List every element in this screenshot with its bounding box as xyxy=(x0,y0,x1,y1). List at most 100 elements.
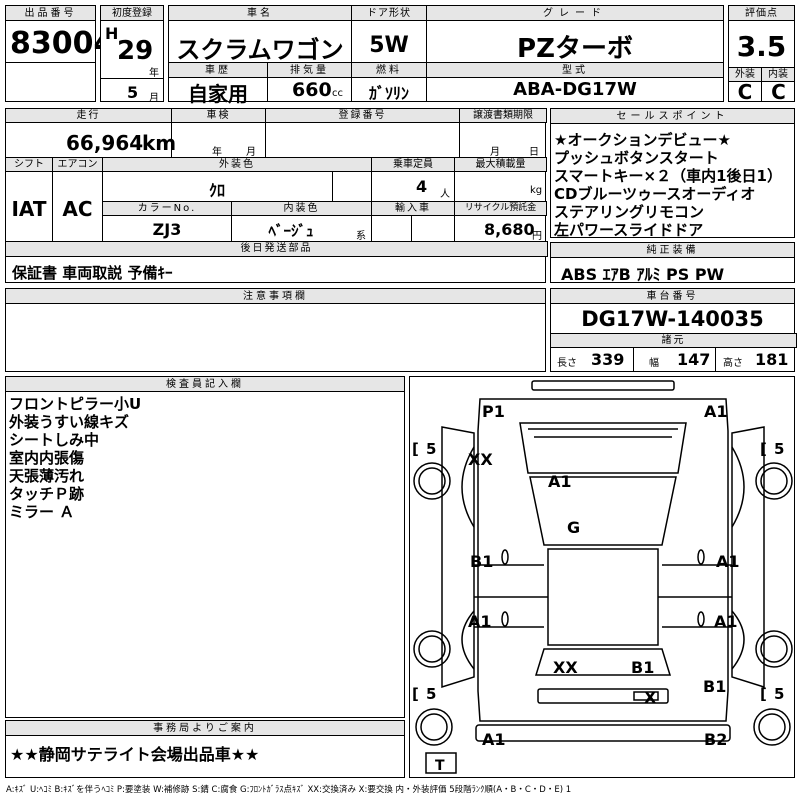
aircon-type: AC xyxy=(62,197,93,221)
sales-points-label: セールスポイント xyxy=(551,109,794,124)
car-name-label: 車名 xyxy=(169,6,351,21)
tire-tread-rear-right: 5 xyxy=(774,685,784,703)
right-door-lines-shape xyxy=(658,564,732,628)
divider xyxy=(761,67,762,101)
lot-number: 83004 xyxy=(10,26,115,61)
inspector-comment: シートしみ中 xyxy=(9,431,100,449)
trunk-box-shape xyxy=(425,752,457,774)
later-parts-label: 後日発送部品 xyxy=(5,241,548,257)
capacity-unit: 人 xyxy=(440,189,450,200)
later-parts: 保証書 車両取説 予備ｷｰ xyxy=(12,264,173,282)
sales-point: ステアリングリモコン xyxy=(554,203,705,221)
tailgate-shape xyxy=(537,688,669,704)
front-bumper-shape xyxy=(531,380,675,391)
exterior-color-label: 外装色 xyxy=(102,157,372,172)
displacement-label: 排気量 xyxy=(268,63,351,78)
divider xyxy=(231,215,232,241)
left-handle-shape xyxy=(501,611,509,627)
color-number: ZJ3 xyxy=(152,220,182,239)
capacity-label: 乗車定員 xyxy=(371,157,455,172)
width-label: 幅 xyxy=(649,358,659,369)
damage-mark: A1 xyxy=(468,612,492,631)
damage-mark: B1 xyxy=(470,552,493,571)
rear-window-shape xyxy=(534,648,672,676)
sales-point: スマートキー×２（車内1後日1） xyxy=(554,167,782,185)
office-label: 事務局よりご案内 xyxy=(6,721,404,736)
transfer-deadline-label: 譲渡書類期限 xyxy=(459,108,547,123)
car-name: スクラムワゴン xyxy=(176,36,344,64)
max-load-label: 最大積載量 xyxy=(454,157,547,172)
arch-shape xyxy=(731,610,745,670)
transfer-month-unit: 月 xyxy=(490,147,500,158)
month-unit: 月 xyxy=(149,93,159,104)
divider xyxy=(101,78,163,79)
spare-tire-right-shape xyxy=(753,708,791,746)
dimensions-label: 諸元 xyxy=(550,333,797,348)
damage-mark: A1 xyxy=(716,552,740,571)
inspector-comment: 外装うすい線キズ xyxy=(9,413,130,431)
divider xyxy=(411,215,412,241)
exterior-grade: C xyxy=(737,80,753,104)
right-mirror-shape xyxy=(697,549,705,565)
damage-mark: P1 xyxy=(482,402,505,421)
equipment-box: 純正装備 ABS ｴｱB ｱﾙﾐ PS PW xyxy=(550,242,795,284)
interior-color: ﾍﾞｰｼﾞｭ xyxy=(268,222,314,240)
left-side-shape xyxy=(441,426,475,689)
tire-front-right-inner-shape xyxy=(760,467,788,495)
first-registration-label: 初度登録 xyxy=(101,6,163,21)
displacement-unit: cc xyxy=(332,88,343,99)
model-code: ABA-DG17W xyxy=(513,79,637,100)
divider xyxy=(265,123,266,157)
tire-tread-front-left: 5 xyxy=(426,440,436,458)
details-box: 走行 車検 登録番号 譲渡書類期限 66,964 km 年 月 月 日 シフト … xyxy=(5,108,548,283)
registration-year: 29 xyxy=(117,36,154,66)
height-value: 181 xyxy=(755,350,789,369)
inspector-comment: 室内内張傷 xyxy=(9,449,85,467)
windshield-shape xyxy=(529,476,677,546)
spare-tire-left-inner-shape xyxy=(420,713,448,741)
fuel-label: 燃料 xyxy=(352,63,426,78)
tire-tread-rear-left: 5 xyxy=(426,685,436,703)
spare-tire-left-shape xyxy=(415,708,453,746)
displacement: 660 xyxy=(292,79,332,101)
office-box: 事務局よりご案内 ★★静岡サテライト会場出品車★★ xyxy=(5,720,405,778)
arch-shape xyxy=(461,446,475,528)
chassis-number: DG17W-140035 xyxy=(581,307,764,331)
damage-mark: A1 xyxy=(714,612,738,631)
sales-point: ★オークションデビュー★ xyxy=(554,131,731,149)
notes-label: 注意事項欄 xyxy=(6,289,545,304)
divider xyxy=(171,123,172,157)
grade-box: グレード PZターボ xyxy=(426,5,724,64)
width-value: 147 xyxy=(677,350,711,369)
tire-tread-front-right: 5 xyxy=(774,440,784,458)
damage-mark: B2 xyxy=(704,730,727,749)
evaluation-score: 3.5 xyxy=(736,30,787,63)
interior-color-unit: 系 xyxy=(356,231,366,242)
office-notice: ★★静岡サテライト会場出品車★★ xyxy=(10,745,260,764)
shift-label: シフト xyxy=(5,157,53,172)
body-outline-shape xyxy=(477,398,729,722)
exterior-color: ｸﾛ xyxy=(208,181,225,200)
length-label: 長さ xyxy=(557,358,577,369)
transfer-day-unit: 日 xyxy=(529,147,539,158)
arch-shape xyxy=(731,446,745,528)
inspector-comment: タッチＰ跡 xyxy=(9,485,85,503)
sales-points-box: セールスポイント ★オークションデビュー★ プッシュボタンスタート スマートキー… xyxy=(550,108,795,239)
tire-rear-right-shape xyxy=(755,630,793,668)
damage-mark: A1 xyxy=(482,730,506,749)
equipment-items: ABS ｴｱB ｱﾙﾐ PS PW xyxy=(561,265,725,284)
inspection-month-unit: 月 xyxy=(246,147,256,158)
lot-number-label: 出品番号 xyxy=(6,6,95,21)
displacement-box: 排気量 660 cc xyxy=(267,62,352,102)
history-label: 車歴 xyxy=(169,63,267,78)
damage-mark: XX xyxy=(553,658,578,677)
equipment-label: 純正装備 xyxy=(551,243,794,258)
era-mark: H xyxy=(105,24,119,43)
car-diagram: P1 A1 XX A1 G B1 A1 A1 A1 XX B1 B1 X A1 … xyxy=(412,380,793,774)
registration-month: 5 xyxy=(127,83,139,102)
grade: PZターボ xyxy=(517,34,633,64)
divider xyxy=(52,171,53,241)
interior-grade: C xyxy=(771,80,786,104)
recycle-unit: 円 xyxy=(532,231,542,242)
tire-bracket: [ xyxy=(412,685,419,703)
